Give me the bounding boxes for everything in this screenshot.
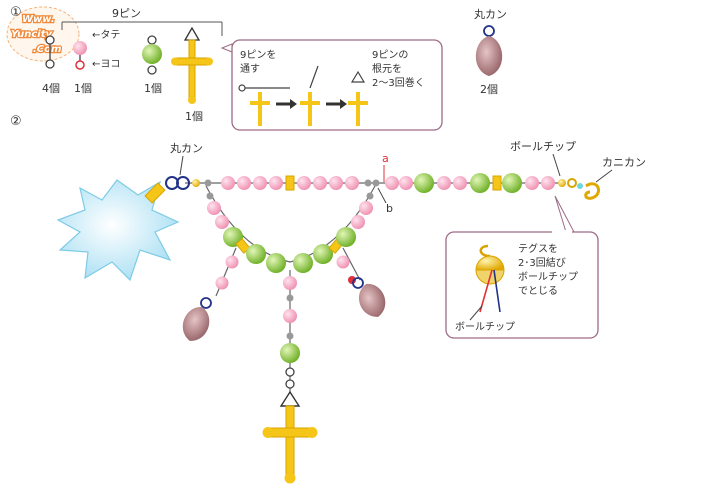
- ballchip-closeup: [469, 244, 505, 321]
- pink-bead-pin: [73, 41, 87, 70]
- watermark-line3: .Com: [33, 44, 61, 55]
- yoko-label: ←ヨコ: [92, 59, 120, 70]
- tate-label: ←タテ: [92, 29, 120, 41]
- callout-cross-2: [300, 92, 320, 126]
- callout2-line4: でとじる: [518, 285, 558, 297]
- marukan-count: 2個: [480, 83, 498, 96]
- count-2: 1個: [74, 82, 92, 95]
- center-dangle: [280, 270, 300, 396]
- callout2-line2: 2･3回結び: [518, 256, 566, 269]
- charm-with-ring: [475, 25, 503, 76]
- pin-label: 9ピン: [112, 7, 141, 20]
- callout-cross-1: [250, 92, 270, 126]
- callout1-text2-line2: 根元を: [372, 62, 402, 75]
- watermark-logo: Www. Yuncity .Com: [6, 6, 80, 62]
- step2-section: ② 丸カン: [10, 114, 646, 484]
- green-bead-pin: [142, 35, 162, 75]
- right-dangle: [336, 247, 386, 317]
- drape-strand: [205, 185, 376, 263]
- step1-number: ①: [10, 5, 22, 20]
- step1-section: ① 9ピン ←タテ ←ヨコ: [10, 5, 507, 131]
- step2-callout: テグスを 2･3回結び ボールチップ でとじる ボールチップ: [445, 195, 599, 339]
- callout2-line3: ボールチップ: [518, 271, 578, 283]
- count-4: 1個: [185, 110, 203, 123]
- cross-pendant-small: [171, 26, 213, 104]
- clasp-assembly: [558, 178, 601, 200]
- left-dangle: [182, 247, 239, 341]
- callout1-text2-line3: 2～3回巻く: [372, 77, 425, 89]
- callout1-text1-line1: 9ピンを: [240, 49, 276, 61]
- tassel: [56, 179, 180, 282]
- ballchip-label: ボールチップ: [510, 140, 576, 153]
- kanikan-label: カニカン: [602, 156, 646, 169]
- marukan-label-1: 丸カン: [474, 8, 507, 21]
- callout2-line1: テグスを: [518, 242, 558, 255]
- callout1-text1-line2: 通す: [240, 63, 260, 75]
- step2-number: ②: [10, 114, 22, 129]
- drape-beads: [206, 192, 374, 273]
- marukan-label-2: 丸カン: [170, 142, 203, 155]
- callout1-text2-line1: 9ピンの: [372, 49, 408, 61]
- top-strand-beads: [192, 173, 555, 193]
- step1-callout: 9ピンを 通す 9ピンの 根元を 2～3回巻く: [220, 39, 443, 131]
- point-b-label: b: [386, 202, 393, 215]
- callout2-ballchip-label: ボールチップ: [455, 321, 515, 333]
- watermark-line1: Www.: [22, 14, 55, 25]
- count-1: 4個: [42, 82, 60, 95]
- watermark-line2: Yuncity: [11, 29, 53, 40]
- eyepin-small: [45, 35, 55, 69]
- count-3: 1個: [144, 82, 162, 95]
- cross-pendant-large: [262, 390, 318, 484]
- callout-cross-3: [348, 92, 368, 126]
- point-a-label: a: [382, 152, 389, 165]
